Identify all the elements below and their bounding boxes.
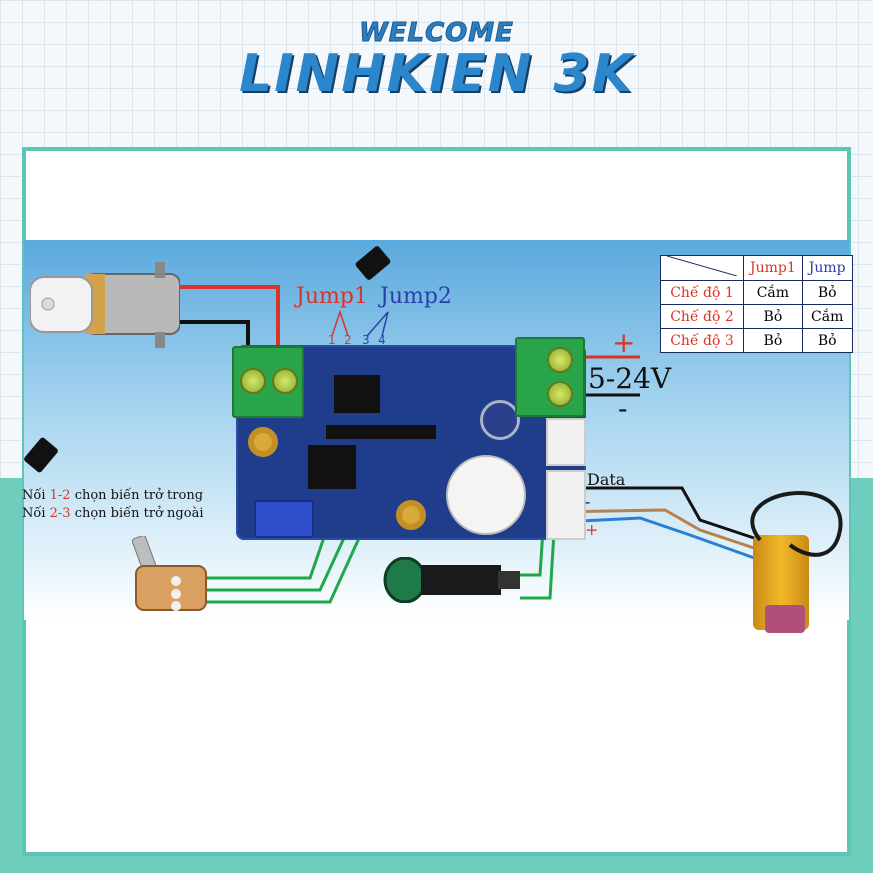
ic-chip bbox=[334, 375, 380, 413]
note-pins: 2-3 bbox=[49, 506, 71, 521]
jump2-label: Jump2 bbox=[380, 284, 452, 309]
jump1-cell: Cắm bbox=[743, 280, 803, 305]
diagonal-line bbox=[666, 255, 738, 277]
note-suffix: chọn biến trở trong bbox=[70, 488, 204, 503]
mount-hole bbox=[248, 427, 278, 457]
sensor-lens bbox=[765, 605, 805, 633]
header-pins bbox=[326, 425, 436, 439]
welcome-text: WELCOME bbox=[359, 18, 514, 49]
screw-icon bbox=[547, 381, 573, 407]
mount-hole bbox=[396, 500, 426, 530]
mode-cell: Chế độ 2 bbox=[660, 304, 744, 329]
jump1-label: Jump1 bbox=[296, 284, 368, 309]
jump2-cell: Bỏ bbox=[801, 280, 853, 305]
table-header-row: Jump1 Jump bbox=[660, 255, 853, 281]
table-row: Chế độ 3 Bỏ Bỏ bbox=[660, 328, 853, 353]
mode-table: Jump1 Jump Chế độ 1 Cắm Bỏ Chế độ 2 Bỏ C… bbox=[660, 255, 853, 353]
jump1-cell: Bỏ bbox=[743, 328, 803, 353]
data-label: Data bbox=[587, 470, 626, 489]
header-jump1: Jump1 bbox=[743, 255, 803, 281]
pin-4: 4 bbox=[378, 333, 386, 347]
note-pins: 1-2 bbox=[49, 488, 71, 503]
mode-cell: Chế độ 1 bbox=[660, 280, 744, 305]
power-minus-label: - bbox=[618, 392, 628, 425]
potentiometer-icon bbox=[131, 536, 207, 611]
header-jump2: Jump bbox=[801, 255, 853, 281]
jump1-cell: Bỏ bbox=[743, 304, 803, 329]
screw-icon bbox=[547, 347, 573, 373]
regulator bbox=[308, 445, 356, 489]
pump-terminal bbox=[232, 346, 304, 418]
water-pump-icon bbox=[30, 262, 180, 348]
pin-1: 1 bbox=[328, 333, 336, 347]
screw-icon bbox=[272, 368, 298, 394]
lamp-connector bbox=[546, 418, 586, 466]
note-prefix: Nối bbox=[22, 506, 50, 521]
signal-plus-label: + bbox=[585, 520, 599, 539]
signal-minus-label: - bbox=[585, 492, 591, 511]
table-row: Chế độ 1 Cắm Bỏ bbox=[660, 280, 853, 305]
note-line-1: Nối 1-2 chọn biến trở trong bbox=[22, 487, 204, 505]
capacitor bbox=[480, 400, 520, 440]
pin-2: 2 bbox=[344, 333, 352, 347]
brand-logo: LINHKIEN 3K bbox=[239, 44, 634, 104]
jump2-cell: Bỏ bbox=[801, 328, 853, 353]
buzzer bbox=[446, 455, 526, 535]
sensor-connector bbox=[546, 470, 586, 540]
jumper-note: Nối 1-2 chọn biến trở trong Nối 2-3 chọn… bbox=[22, 487, 204, 523]
note-prefix: Nối bbox=[22, 488, 50, 503]
power-terminal bbox=[515, 337, 585, 417]
screw-icon bbox=[240, 368, 266, 394]
jump2-cell: Cắm bbox=[801, 304, 853, 329]
note-line-2: Nối 2-3 chọn biến trở ngoài bbox=[22, 505, 204, 523]
table-corner bbox=[660, 255, 744, 281]
table-row: Chế độ 2 Bỏ Cắm bbox=[660, 304, 853, 329]
note-suffix: chọn biến trở ngoài bbox=[70, 506, 204, 521]
header: WELCOME LINHKIEN 3K bbox=[0, 18, 873, 105]
indicator-lamp-icon bbox=[383, 557, 520, 603]
pin-3: 3 bbox=[362, 333, 370, 347]
voltage-label: 5-24V bbox=[588, 362, 672, 395]
mode-cell: Chế độ 3 bbox=[660, 328, 744, 353]
power-plus-label: + bbox=[612, 326, 636, 359]
trimmer-pot bbox=[254, 500, 314, 538]
